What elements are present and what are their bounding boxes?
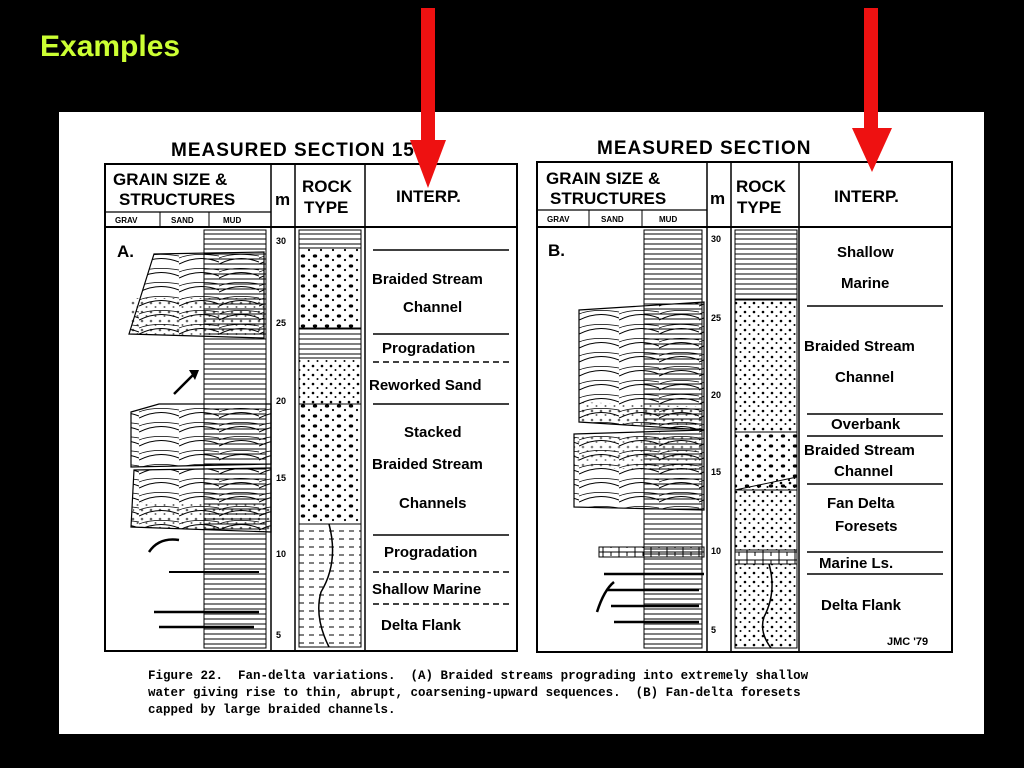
panel-a-rock-header-1: ROCK: [302, 177, 353, 196]
panel-b: MEASURED SECTION GRAIN SIZE & STRUCTURES…: [536, 138, 953, 653]
panel-b-tick-25: 25: [711, 313, 721, 323]
panel-b-interp-header: INTERP.: [834, 187, 899, 206]
panel-a-interp-header: INTERP.: [396, 187, 461, 206]
panel-a-interp-5: Progradation: [384, 544, 477, 561]
panel-a-section-title: MEASURED SECTION 15: [171, 140, 415, 161]
panel-b-signature: JMC '79: [887, 636, 928, 648]
panel-b-sub-sand: SAND: [601, 215, 624, 224]
panel-a-interp-4-line3: Channels: [399, 495, 467, 512]
panel-b-interp-3: Overbank: [831, 416, 901, 433]
panel-a-sub-sand: SAND: [171, 216, 194, 225]
figure-caption: Figure 22. Fan-delta variations. (A) Bra…: [148, 669, 809, 717]
panel-a-tick-15: 15: [276, 473, 286, 483]
panel-b-interp-4-line1: Braided Stream: [804, 442, 915, 459]
panel-b-rock-header-2: TYPE: [737, 198, 781, 217]
panel-a-interp-4-line2: Braided Stream: [372, 456, 483, 473]
panel-a-tick-30: 30: [276, 236, 286, 246]
panel-a-tick-20: 20: [276, 396, 286, 406]
slide-title: Examples: [40, 30, 181, 63]
panel-b-tick-15: 15: [711, 467, 721, 477]
panel-b-interp-7: Delta Flank: [821, 597, 902, 614]
panel-b-ticks: 30 25 20 15 10 5: [711, 234, 721, 635]
panel-a-grain-header-1: GRAIN SIZE &: [113, 170, 227, 189]
red-arrow-right-icon: [852, 8, 892, 179]
panel-b-rock-header-1: ROCK: [736, 177, 787, 196]
panel-b-sub-grav: GRAV: [547, 215, 570, 224]
panel-a-tick-5: 5: [276, 630, 281, 640]
panel-b-interp-6: Marine Ls.: [819, 555, 893, 572]
panel-b-interp-1-line2: Marine: [841, 275, 889, 292]
panel-b-sub-mud: MUD: [659, 215, 677, 224]
panel-a-sub-mud: MUD: [223, 216, 241, 225]
panel-a-tick-25: 25: [276, 318, 286, 328]
panel-b-interp-2-line1: Braided Stream: [804, 338, 915, 355]
panel-b-interp-5-line2: Foresets: [835, 518, 898, 535]
panel-b-tick-20: 20: [711, 390, 721, 400]
panel-b-interp-4-line2: Channel: [834, 463, 893, 480]
panel-a-tick-10: 10: [276, 549, 286, 559]
panel-b-grain-header-2: STRUCTURES: [550, 189, 666, 208]
panel-a-ticks: 30 25 20 15 10 5: [276, 236, 286, 640]
panel-a-letter: A.: [117, 242, 134, 261]
panel-a-grain-header-2: STRUCTURES: [119, 190, 235, 209]
panel-a-interp-6: Shallow Marine: [372, 581, 481, 598]
panel-a-interp-7: Delta Flank: [381, 617, 462, 634]
panel-b-tick-30: 30: [711, 234, 721, 244]
panel-a: MEASURED SECTION 15 GRAIN SIZE & STRUCTU…: [104, 140, 518, 652]
red-arrow-left-icon: [410, 8, 446, 195]
panel-b-letter: B.: [548, 241, 565, 260]
panel-b-tick-10: 10: [711, 546, 721, 556]
panel-a-interp-3: Reworked Sand: [369, 377, 482, 394]
panel-a-interp-1-line1: Braided Stream: [372, 271, 483, 288]
figure-image: MEASURED SECTION 15 GRAIN SIZE & STRUCTU…: [59, 112, 984, 734]
panel-a-interp-1-line2: Channel: [403, 299, 462, 316]
panel-b-interp-2-line2: Channel: [835, 369, 894, 386]
panel-a-m-header: m: [275, 190, 290, 209]
panel-b-interp-1-line1: Shallow: [837, 244, 894, 261]
panel-b-interp-5-line1: Fan Delta: [827, 495, 895, 512]
panel-a-rock-header-2: TYPE: [304, 198, 348, 217]
panel-b-m-header: m: [710, 189, 725, 208]
panel-a-interp-4-line1: Stacked: [404, 424, 462, 441]
panel-a-sub-grav: GRAV: [115, 216, 138, 225]
panel-b-section-title: MEASURED SECTION: [597, 138, 811, 159]
panel-a-interp-2: Progradation: [382, 340, 475, 357]
panel-b-grain-header-1: GRAIN SIZE &: [546, 169, 660, 188]
panel-b-tick-5: 5: [711, 625, 716, 635]
